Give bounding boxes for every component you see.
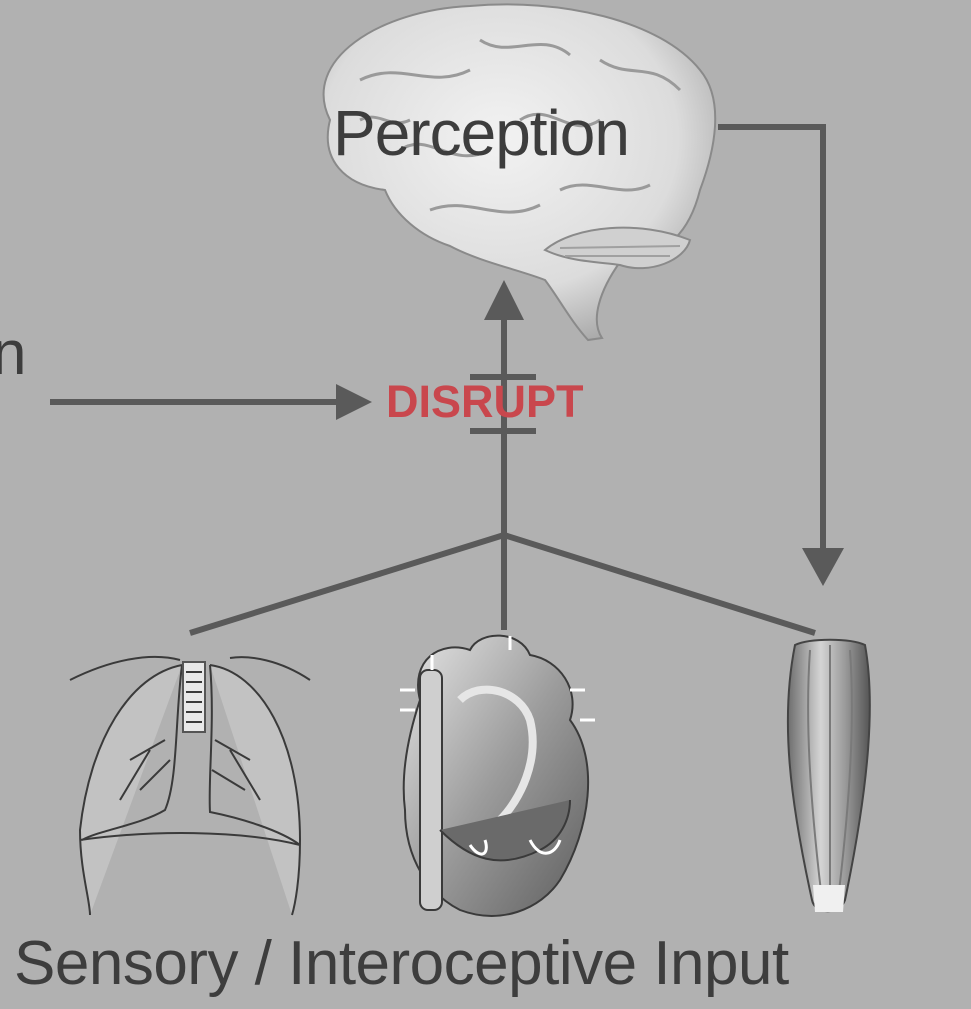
- branch-to-muscle: [504, 535, 815, 633]
- brain-icon: [324, 4, 716, 340]
- truncated-left-label: n: [0, 318, 26, 389]
- heart-icon: [400, 636, 595, 916]
- lungs-icon: [70, 657, 310, 915]
- input-arrowhead: [336, 384, 372, 420]
- muscle-icon: [788, 640, 870, 912]
- disrupt-label: DISRUPT: [386, 376, 584, 428]
- sensory-input-label: Sensory / Interoceptive Input: [14, 928, 789, 999]
- feedback-arrow-line: [718, 127, 823, 552]
- perception-label: Perception: [333, 96, 629, 170]
- branch-to-lungs: [190, 535, 504, 633]
- feedback-arrowhead: [802, 548, 844, 586]
- ascending-arrowhead: [484, 280, 524, 320]
